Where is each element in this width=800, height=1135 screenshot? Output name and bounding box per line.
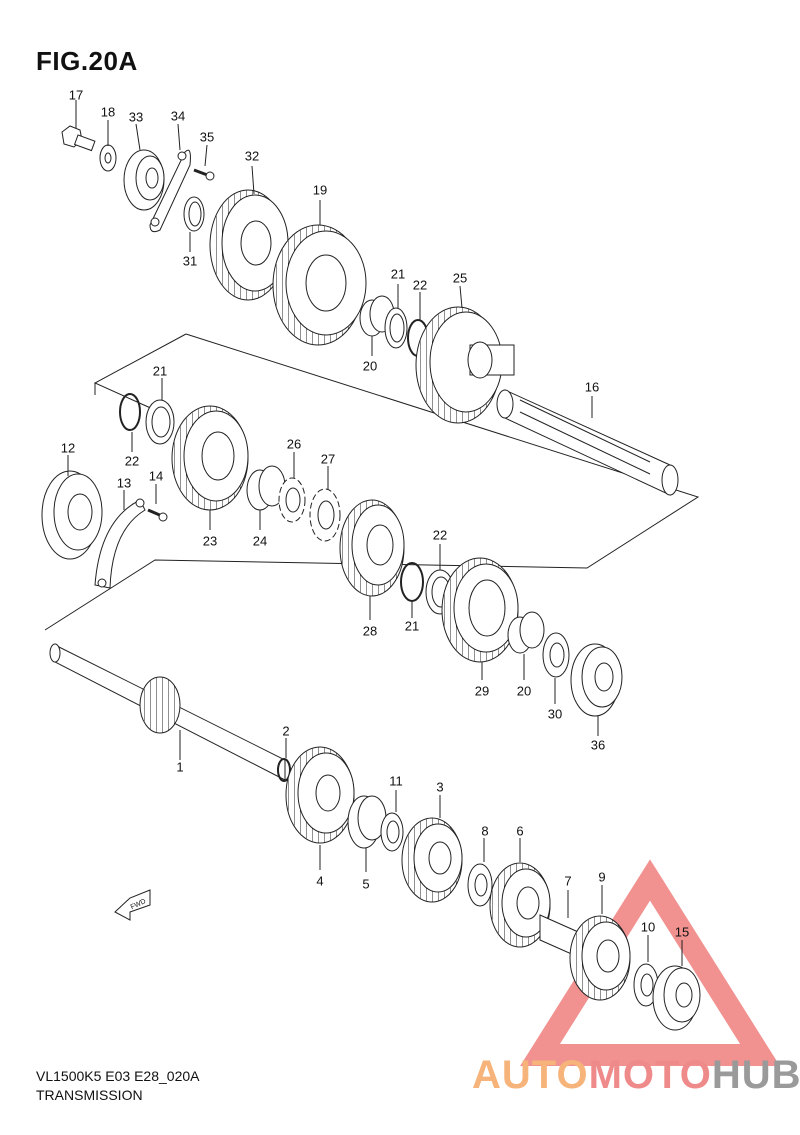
gear-3: [401, 795, 463, 903]
bearing-15: [652, 940, 701, 1031]
callout-18: 18: [100, 104, 116, 120]
callout-9: 9: [598, 869, 606, 885]
ring-22-mid-left: [119, 393, 141, 452]
callout-19: 19: [312, 182, 328, 198]
washer-27: [309, 466, 341, 542]
callout-7: 7: [564, 873, 572, 889]
washer-18: [99, 120, 117, 172]
bushing-20-mid: [507, 611, 545, 680]
callout-14: 14: [148, 468, 164, 484]
callout-20: 20: [516, 683, 532, 699]
callout-23: 23: [202, 533, 218, 549]
group-outline: [44, 333, 700, 631]
callout-5: 5: [362, 876, 370, 892]
screw-14: [147, 484, 168, 522]
callout-13: 13: [116, 475, 132, 491]
shaft-16: [496, 389, 679, 496]
bearing-33: [123, 123, 165, 211]
callout-26: 26: [286, 436, 302, 452]
callout-1: 1: [176, 759, 184, 775]
callout-12: 12: [60, 440, 76, 456]
footer-code: VL1500K5 E03 E28_020A: [36, 1068, 200, 1084]
bushing-20-upper: [359, 295, 395, 356]
gear-23: [171, 405, 249, 530]
bearing-36: [570, 643, 623, 736]
bearing-12: [41, 455, 103, 560]
fwd-arrow: FWD: [114, 889, 151, 921]
washer-21-upper: [384, 284, 408, 349]
callout-21: 21: [404, 618, 420, 634]
retainer-34: [149, 123, 191, 233]
callout-21: 21: [390, 266, 406, 282]
callout-11: 11: [389, 773, 403, 789]
callout-2: 2: [282, 723, 290, 739]
footer-name: TRANSMISSION: [36, 1087, 143, 1103]
watermark-auto: AUTO: [472, 1053, 589, 1097]
callout-4: 4: [316, 873, 324, 889]
figure-title: FIG.20A: [36, 46, 138, 76]
callout-25: 25: [452, 270, 468, 286]
callout-6: 6: [516, 823, 524, 839]
callout-34: 34: [170, 108, 186, 124]
callout-16: 16: [584, 379, 600, 395]
washer-8: [467, 838, 493, 907]
bushing-5: [347, 795, 387, 872]
lockwasher-26: [278, 452, 306, 523]
callout-32: 32: [244, 148, 260, 164]
screw-35: [193, 144, 215, 181]
callout-22: 22: [412, 277, 428, 293]
callout-35: 35: [199, 129, 215, 145]
callout-22: 22: [432, 527, 448, 543]
callout-20: 20: [362, 358, 378, 374]
washer-30: [542, 632, 570, 704]
callout-3: 3: [436, 779, 444, 795]
washer-11: [380, 790, 404, 852]
watermark-moto: MOTO: [588, 1053, 712, 1097]
callout-27: 27: [320, 451, 336, 467]
callout-10: 10: [640, 919, 656, 935]
callout-15: 15: [674, 924, 690, 940]
ring-31: [183, 196, 205, 252]
callout-22: 22: [124, 453, 140, 469]
callout-36: 36: [590, 737, 606, 753]
callout-24: 24: [252, 533, 268, 549]
callout-21: 21: [152, 363, 168, 379]
callout-29: 29: [474, 683, 490, 699]
gear-25: [415, 285, 515, 424]
callout-30: 30: [547, 706, 563, 722]
gear-28: [339, 499, 405, 620]
watermark-text: AUTOMOTOHUB: [472, 1053, 800, 1098]
gear-19: [272, 200, 367, 346]
bolt-17: [61, 100, 96, 152]
gear-29: [441, 557, 519, 680]
gear-6: [489, 838, 551, 948]
shaft-1: [49, 643, 286, 781]
gear-4: [285, 746, 355, 870]
watermark-hub: HUB: [711, 1053, 800, 1097]
callout-31: 31: [182, 253, 198, 269]
callout-8: 8: [481, 823, 489, 839]
circlip-22-mid: [400, 562, 424, 618]
washer-21-mid-left: [145, 378, 175, 445]
retainer-13: [94, 490, 146, 589]
gear-9: [569, 885, 631, 1001]
circlip-2: [277, 738, 291, 782]
callout-17: 17: [68, 87, 84, 103]
callout-33: 33: [128, 109, 144, 125]
bushing-24: [246, 465, 286, 530]
callout-28: 28: [362, 623, 378, 639]
